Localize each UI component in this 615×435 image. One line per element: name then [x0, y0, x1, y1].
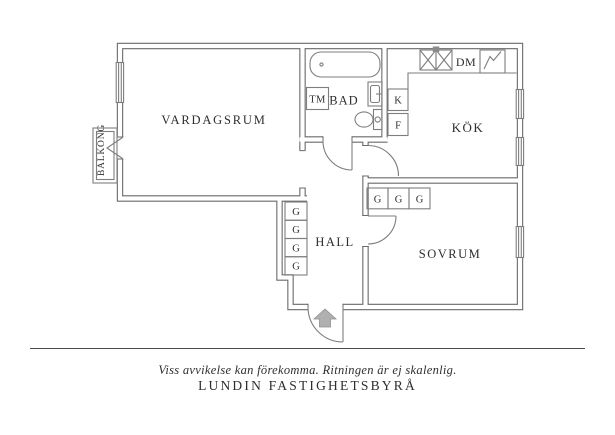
wardrobe-box [408, 187, 431, 210]
washing-machine-box [305, 86, 330, 111]
entry-door-arc [307, 306, 344, 343]
bedroom-wardrobes [366, 187, 431, 210]
footer: Viss avvikelse kan förekomma. Ritningen … [30, 347, 585, 393]
freezer-label: F [395, 121, 401, 132]
washing-machine-label: TM [309, 95, 326, 106]
wall-white-pass [117, 43, 523, 310]
bath-door-arc [322, 140, 353, 171]
room-label-hall: HALL [315, 235, 354, 249]
brand-text: LUNDIN FASTIGHETSBYRÅ [198, 378, 417, 393]
bathtub-icon [309, 51, 381, 78]
disclaimer-text: Viss avvikelse kan förekomma. Ritningen … [158, 363, 456, 377]
kitchen-window-1-icon [515, 88, 525, 120]
balcony-outer [92, 127, 118, 184]
hall-wardrobes [284, 201, 308, 276]
opening-bedroom-window [516, 226, 525, 258]
balcony-door-icon [106, 137, 123, 159]
wardrobe-label: G [292, 207, 300, 218]
stove-icon [419, 46, 453, 71]
fridge-box [387, 88, 409, 112]
kitchen-sink-icon [407, 49, 517, 89]
bath-sink-icon [367, 81, 383, 107]
opening-balcony-door [116, 137, 125, 159]
fixtures-layer [92, 46, 525, 343]
wardrobe-label: G [416, 195, 424, 206]
opening-entry-door [308, 303, 343, 312]
opening-kitchen-window-1 [516, 89, 525, 119]
wardrobe-label: G [292, 262, 300, 273]
wardrobe-label: G [395, 195, 403, 206]
room-label-bathroom: BAD [329, 94, 358, 108]
opening-kitchen-window-2 [516, 137, 525, 166]
living-window-icon [115, 61, 125, 104]
kitchen-door-arc [367, 144, 400, 177]
opening-kitchen-door [361, 145, 370, 176]
bedroom-window-icon [515, 225, 525, 259]
balcony-inner [95, 130, 115, 181]
room-label-kitchen: KÖK [452, 120, 485, 135]
wardrobe-label: G [292, 243, 300, 254]
opening-bath-door [322, 136, 353, 145]
fridge-label: K [394, 96, 402, 107]
freezer-box [387, 112, 409, 137]
entrance-arrow-icon [312, 308, 338, 328]
wardrobe-label: G [292, 225, 300, 236]
room-label-balcony: BALKONG [97, 124, 107, 176]
wardrobe-box [284, 256, 308, 276]
toilet-icon [354, 108, 383, 131]
bedroom-door-arc [367, 215, 397, 245]
opening-living-hall [298, 151, 307, 188]
opening-bedroom-door [361, 215, 370, 247]
labels-layer: VARDAGSRUM BALKONG BAD KÖK HALL SOVRUM T… [97, 55, 485, 273]
walls-layer [116, 42, 525, 312]
wardrobe-label: G [374, 195, 382, 206]
wall-gray-pass [116, 42, 524, 311]
room-label-living: VARDAGSRUM [161, 113, 266, 127]
opening-living-window [116, 62, 125, 103]
kitchen-window-2-icon [515, 136, 525, 167]
balcony [92, 127, 123, 184]
wall-jamb-caps [117, 136, 369, 311]
dishwasher-label: DM [456, 55, 476, 69]
wall-openings [116, 62, 525, 312]
room-label-bedroom: SOVRUM [419, 247, 482, 261]
